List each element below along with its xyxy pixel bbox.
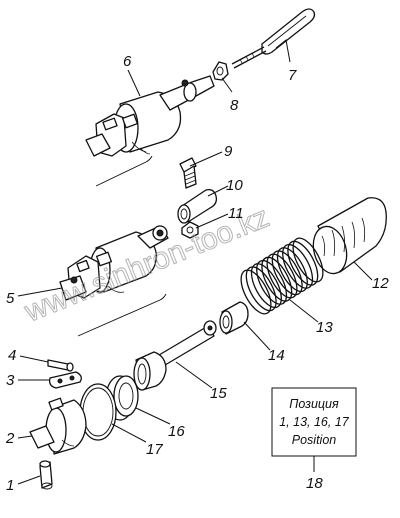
note-line-2: 1, 13, 16, 17 <box>279 415 350 429</box>
label-4: 4 <box>8 347 16 364</box>
spring-coil <box>287 240 319 286</box>
note-line-1: Позиция <box>289 397 339 411</box>
label-2: 2 <box>5 430 15 447</box>
label-6: 6 <box>123 53 132 70</box>
label-12: 12 <box>372 275 389 292</box>
spring-coil <box>292 237 324 283</box>
position-note-box: Позиция 1, 13, 16, 17 Position <box>271 387 357 457</box>
label-15: 15 <box>210 385 227 402</box>
part-12-housing <box>312 197 387 275</box>
spring-coil <box>276 247 308 293</box>
spring-coil <box>250 263 282 309</box>
part-5-cylinder-assembly <box>59 225 169 301</box>
leader-lines <box>17 39 373 485</box>
part-7-handle <box>231 8 316 69</box>
label-3: 3 <box>6 372 15 389</box>
label-14: 14 <box>268 347 285 364</box>
spring-coil <box>261 256 293 302</box>
label-10: 10 <box>226 177 243 194</box>
part-14-bushing <box>219 301 249 335</box>
part-number-labels: 6 7 8 9 10 11 5 12 13 14 15 16 17 4 3 2 … <box>5 53 389 494</box>
label-9: 9 <box>224 143 233 160</box>
part-3-plate <box>48 371 82 389</box>
part-8-nut <box>212 61 229 81</box>
part-11-nut <box>181 221 199 239</box>
label-17: 17 <box>146 441 163 458</box>
part-9-bolt <box>179 157 197 189</box>
part-1-sleeve <box>39 460 53 490</box>
spring-coil <box>266 253 298 299</box>
label-5: 5 <box>6 290 15 307</box>
note-line-3: Position <box>292 433 337 447</box>
spring-coil <box>256 259 288 305</box>
spring-coil <box>271 250 303 296</box>
label-18: 18 <box>306 475 323 492</box>
spring-coil <box>245 266 277 312</box>
label-11: 11 <box>228 205 244 222</box>
part-13-spring <box>240 237 324 315</box>
label-8: 8 <box>230 97 239 114</box>
spring-coil <box>282 243 314 289</box>
label-7: 7 <box>288 67 297 84</box>
part-6-cylinder-assembly <box>85 75 215 157</box>
assembly-separators <box>77 155 167 337</box>
label-1: 1 <box>6 477 14 494</box>
label-13: 13 <box>316 319 333 336</box>
label-16: 16 <box>168 423 185 440</box>
part-10-sleeve <box>177 188 218 224</box>
part-2-end-fitting <box>29 397 87 455</box>
spring-coil <box>240 269 272 315</box>
part-15-rod <box>133 320 217 391</box>
part-4-pin <box>47 359 74 372</box>
